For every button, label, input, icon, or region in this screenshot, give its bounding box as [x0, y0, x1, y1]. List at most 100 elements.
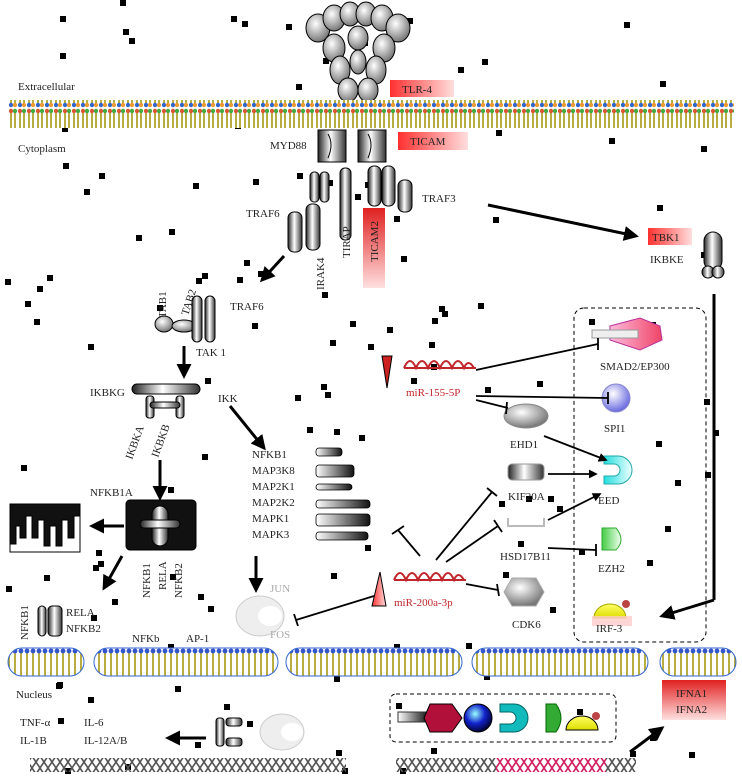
- ikbke-label: IKBKE: [650, 254, 684, 266]
- ifna-highlight: [662, 680, 726, 720]
- noise-square: [334, 676, 340, 682]
- ikbke-icon: [701, 231, 725, 279]
- noise-square: [58, 718, 64, 724]
- ap1-complex-icon: [235, 595, 285, 637]
- noise-square: [493, 217, 499, 223]
- noise-square: [647, 560, 653, 566]
- mapk-item: MAPK3: [252, 529, 290, 541]
- target-arrows: [543, 435, 608, 556]
- noise-square: [96, 550, 102, 556]
- noise-square: [689, 752, 695, 758]
- mir200-icon: [371, 571, 466, 607]
- noise-square: [129, 38, 135, 44]
- ehd1-label: EHD1: [510, 439, 538, 451]
- noise-square: [297, 173, 303, 179]
- noise-square: [307, 427, 313, 433]
- nfkb-dimer-icon: [37, 605, 63, 637]
- tlr4-receptor-icon: [305, 1, 411, 103]
- noise-square: [518, 541, 524, 547]
- noise-square: [93, 565, 99, 571]
- nuclear-membrane: [7, 647, 737, 677]
- nfkb-membrane-label: NFKb: [132, 633, 160, 645]
- noise-square: [482, 59, 488, 65]
- nuclear-pore-icon: [9, 503, 81, 553]
- noise-square: [253, 179, 259, 185]
- noise-square: [557, 506, 563, 512]
- tak1-complex-icon: [154, 295, 216, 343]
- mapk-item: MAPK1: [252, 513, 289, 525]
- ezh2-label: EZH2: [598, 563, 625, 575]
- extracellular-label: Extracellular: [18, 81, 75, 93]
- noise-square: [327, 180, 333, 186]
- plasma-membrane: [8, 100, 734, 128]
- ticam2-label: TICAM2: [369, 221, 381, 262]
- ticam2-highlight: [363, 208, 385, 288]
- noise-square: [365, 545, 371, 551]
- noise-square: [56, 683, 62, 689]
- noise-square: [231, 16, 237, 22]
- noise-square: [237, 277, 243, 283]
- noise-square: [120, 0, 126, 6]
- hsd17b11-icon: [507, 518, 545, 527]
- noise-square: [675, 480, 681, 486]
- target-summary-icons: [397, 703, 600, 733]
- noise-square: [548, 496, 554, 502]
- tlr4-label: TLR-4: [402, 84, 432, 96]
- noise-square: [713, 430, 719, 436]
- mir155-label: miR-155-5P: [406, 387, 460, 399]
- noise-square: [394, 644, 400, 650]
- noise-square: [624, 22, 630, 28]
- ikk-label: IKK: [218, 393, 238, 405]
- nfkb1-label: NFKB1: [141, 563, 153, 598]
- noise-square: [323, 58, 329, 64]
- noise-square: [47, 275, 53, 281]
- noise-square: [168, 644, 174, 650]
- cdk6-icon: [503, 577, 545, 607]
- nuclear-ap1-icon: [259, 713, 305, 751]
- dna-strand-right: [396, 758, 496, 772]
- ikbka-label: IKBKA: [124, 424, 147, 461]
- irf3-icon: [592, 600, 632, 626]
- arrow-traf6-tak1: [259, 254, 286, 283]
- noise-square: [387, 327, 393, 333]
- dna-strand-end: [606, 758, 636, 772]
- noise-square: [60, 16, 66, 22]
- eed-icon: [603, 455, 633, 485]
- background-noise: [5, 0, 719, 774]
- noise-square: [6, 586, 12, 592]
- noise-square: [411, 378, 417, 384]
- mapk-item: MAP2K2: [252, 497, 295, 509]
- noise-square: [336, 750, 342, 756]
- traf6-mid-label: TRAF6: [230, 301, 264, 313]
- target-summary-box: [389, 693, 617, 743]
- noise-square: [37, 286, 43, 292]
- noise-square: [63, 163, 69, 169]
- arrow-nfkb-release: [102, 555, 124, 591]
- hsd17b11-label: HSD17B11: [500, 551, 551, 563]
- dna-strand-highlight: [496, 758, 606, 772]
- arrow-traf3-tbk1: [487, 203, 639, 241]
- noise-square: [205, 378, 211, 384]
- mapk-item: MAP3K8: [252, 465, 295, 477]
- tab1-label: TAB1: [157, 291, 169, 318]
- nfkb1a-complex-icon: [125, 499, 197, 551]
- noise-square: [330, 340, 336, 346]
- noise-square: [296, 84, 302, 90]
- noise-square: [34, 319, 40, 325]
- tlr4-transmembrane-icon: [317, 129, 387, 163]
- noise-square: [484, 674, 490, 680]
- noise-square: [656, 441, 662, 447]
- ikk-complex-icon: [131, 383, 201, 419]
- noise-square: [439, 306, 445, 312]
- noise-square: [168, 487, 174, 493]
- noise-square: [396, 703, 402, 709]
- ehd1-icon: [503, 403, 549, 429]
- noise-square: [537, 381, 543, 387]
- rela-b-label: RELA: [66, 607, 95, 619]
- noise-square: [526, 496, 532, 502]
- noise-square: [136, 235, 142, 241]
- tlr4-highlight: [390, 80, 454, 97]
- jun-label: JUN: [270, 583, 290, 595]
- noise-square: [550, 607, 556, 613]
- noise-square: [21, 465, 27, 471]
